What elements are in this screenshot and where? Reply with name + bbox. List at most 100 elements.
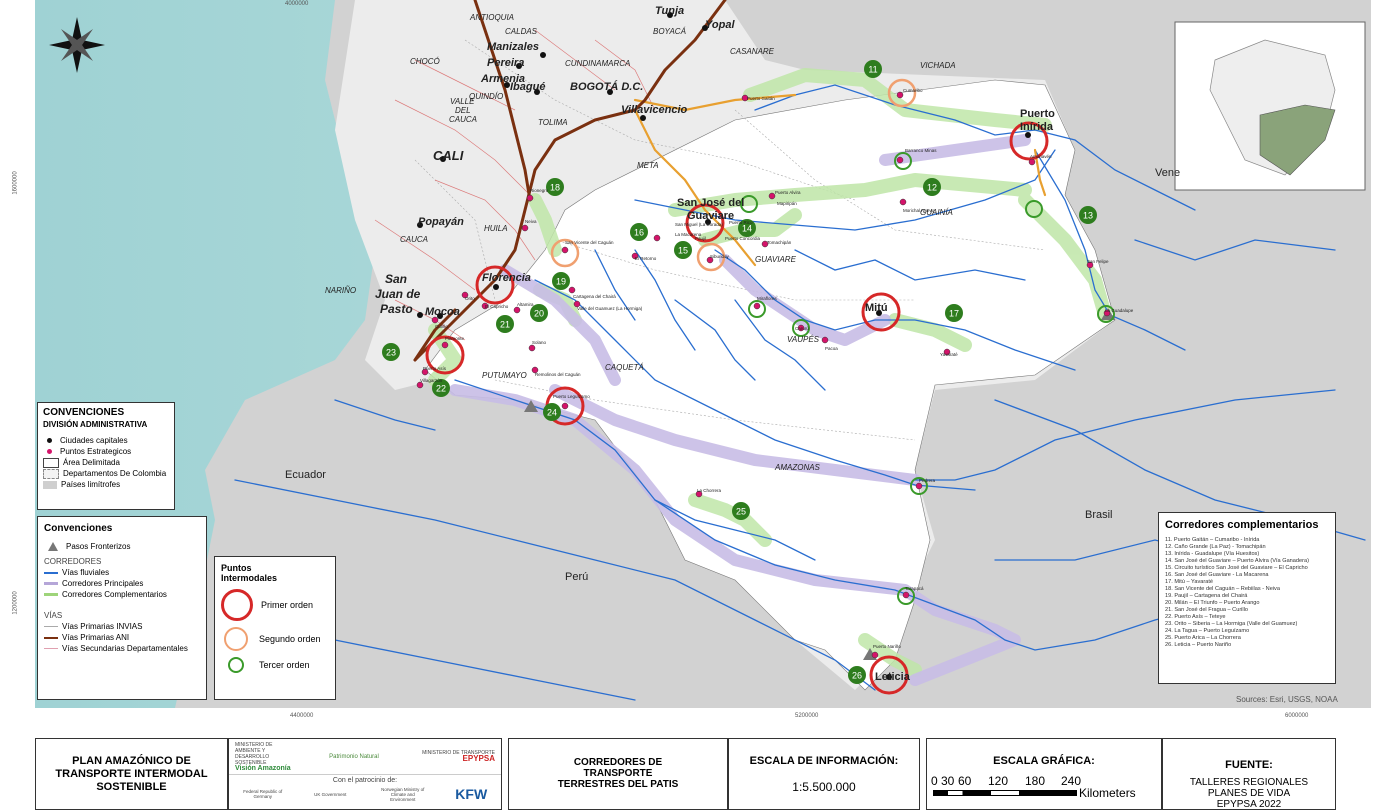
point-label: Rionegro <box>530 188 549 193</box>
point-label: Morichal Nuevo <box>903 208 935 213</box>
city-label: San <box>385 272 407 286</box>
point-label: Curillo <box>435 324 448 329</box>
legend-row-capitals: Ciudades capitales <box>43 435 169 446</box>
secondary-line-icon <box>44 648 58 649</box>
department-label: GUAINÍA <box>920 208 953 217</box>
corridor-badge: 24 <box>543 403 561 421</box>
department-label: DEL <box>455 106 471 115</box>
corridor-badge: 21 <box>496 315 514 333</box>
legend-roads-title: VÍAS <box>44 611 63 620</box>
corridor-list-item: 13. Inírida - Guadalupe (Vía Huesitos) <box>1165 551 1260 557</box>
department-swatch-icon <box>43 468 59 479</box>
ani-line-icon <box>44 636 58 639</box>
legend-row-pasos: Pasos Fronterizos <box>44 541 200 552</box>
city-label: Villavicencio <box>621 104 688 116</box>
corridor-badge: 15 <box>674 241 692 259</box>
corridor-list-item: 21. San José del Fragua – Curillo <box>1165 607 1249 613</box>
scale-label: 60 <box>958 774 972 788</box>
legend-label: Ciudades capitales <box>60 436 128 445</box>
svg-text:13: 13 <box>1083 211 1093 221</box>
svg-text:23: 23 <box>386 348 396 358</box>
scale-info-title: ESCALA DE INFORMACIÓN: <box>749 755 899 767</box>
first-order-points <box>425 121 1049 695</box>
department-label: CALDAS <box>505 27 538 36</box>
point-label: Puerto Asís <box>423 366 447 371</box>
plan-title: PLAN AMAZÓNICO DE TRANSPORTE INTERMODAL … <box>55 755 208 793</box>
svg-text:12: 12 <box>927 183 937 193</box>
legend-row-departments: Departamentos De Colombia <box>43 468 169 479</box>
germany-logo: Federal Republic of Germany <box>243 789 283 799</box>
scale-label: 0 <box>931 774 938 788</box>
point-label: Tomachipán <box>767 240 792 245</box>
city-label: Yopal <box>705 19 735 31</box>
corridor-list-item: 25. Puerto Arica – La Chorrera <box>1165 635 1241 641</box>
invias-primary-roads <box>413 0 727 362</box>
svg-text:14: 14 <box>742 224 752 234</box>
department-label: VICHADA <box>920 61 956 70</box>
title-scale-info-cell: ESCALA DE INFORMACIÓN: 1:5.500.000 <box>728 738 920 810</box>
point-label: Orito <box>465 296 475 301</box>
legend-label: Pasos Fronterizos <box>66 542 131 551</box>
point-label: Amanavén <box>1030 154 1052 159</box>
point-label: Remolinos del Caguán <box>535 372 581 377</box>
title-corridors-cell: CORREDORES DE TRANSPORTE TERRESTRES DEL … <box>508 738 728 810</box>
legend-row-principal: Corredores Principales <box>44 578 200 589</box>
corridor-list-item: 20. Milán – El Triunfo – Puerto Arango <box>1165 600 1260 606</box>
point-label: Puerto Nariño <box>873 644 901 649</box>
department-label: CHOCÓ <box>410 57 440 66</box>
department-label: VAUPÉS <box>787 335 820 344</box>
country-label: Perú <box>565 571 588 583</box>
point-label: Valle del Guamuez (La Hormiga) <box>577 306 643 311</box>
city-label: San José del <box>677 197 744 209</box>
point-label: Solano <box>532 340 547 345</box>
capital-dot-icon <box>47 438 52 443</box>
legend-label: Tercer orden <box>259 660 310 670</box>
patrimonio-logo: Patrimonio Natural <box>329 753 379 760</box>
complementary-corridor-line-icon <box>44 593 58 596</box>
scale-bar-graphic <box>933 790 1077 796</box>
second-order-points <box>550 78 917 272</box>
legend-conventions: Convenciones Pasos Fronterizos CORREDORE… <box>37 516 207 700</box>
inset-locator-map <box>1174 21 1366 191</box>
corridor-list-item: 22. Puerto Asís – Teteye <box>1165 614 1226 620</box>
scale-label: 120 <box>988 774 1009 788</box>
strategic-dot-icon <box>47 449 52 454</box>
corridor-badge: 14 <box>738 219 756 237</box>
country-label: Vene <box>1155 167 1180 179</box>
legend-points-title2: Intermodales <box>221 573 278 583</box>
legend-row-strategic: Puntos Estrategicos <box>43 446 169 457</box>
corridor-list-item: 11. Puerto Gaitán – Cumaribo - Inírida <box>1165 537 1260 543</box>
point-label: Cartagena del Chairá <box>573 294 616 299</box>
uk-logo: UK Government <box>314 791 347 797</box>
logos-row-bottom: Federal Republic of Germany UK Governmen… <box>229 786 501 802</box>
city-label: Florencia <box>482 272 531 284</box>
svg-text:21: 21 <box>500 320 510 330</box>
title-plan-cell: PLAN AMAZÓNICO DE TRANSPORTE INTERMODAL … <box>35 738 228 810</box>
svg-text:11: 11 <box>868 65 877 75</box>
point-label: Sibundoy <box>710 254 730 259</box>
svg-text:22: 22 <box>436 384 446 394</box>
city-label: Guaviare <box>687 210 734 222</box>
legend-label: Países limítrofes <box>61 480 121 489</box>
corridor-badge: 23 <box>382 343 400 361</box>
legend-label: Corredores Complementarios <box>62 590 167 599</box>
corridor-badge: 26 <box>848 666 866 684</box>
country-label: Ecuador <box>285 469 326 481</box>
scale-label: 240 <box>1061 774 1082 788</box>
point-label: Paujil <box>695 236 706 241</box>
second-order-circle-icon <box>224 627 248 651</box>
corridor-list-item: 19. Paujil – Cartagena del Chairá <box>1165 593 1248 599</box>
legend-admin-subtitle: DIVISIÓN ADMINISTRATIVA <box>43 420 148 429</box>
point-label: El Capricho <box>485 304 509 309</box>
point-label: La Guadalupe <box>1105 308 1134 313</box>
legend-label: Vías Secundarias Departamentales <box>62 644 188 653</box>
legend-label: Vías Primarias INVIAS <box>62 622 143 631</box>
legend-row-ani: Vías Primarias ANI <box>44 632 200 643</box>
city-label: Manizales <box>487 41 539 53</box>
department-label: CAQUETÁ <box>605 363 644 372</box>
point-label: San Felipe <box>1087 259 1109 264</box>
legend-row-area: Área Delimitada <box>43 457 169 468</box>
